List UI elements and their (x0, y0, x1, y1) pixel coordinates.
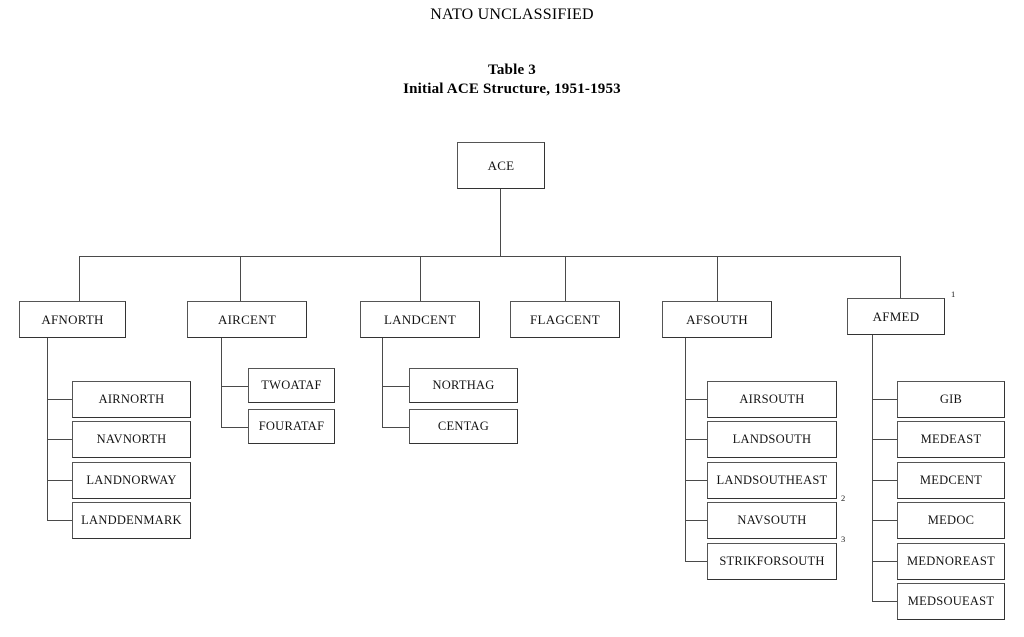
connector-afsouth-strikforsouth (685, 561, 708, 563)
connector-afmed-mednoreast (872, 561, 898, 563)
node-gib[interactable]: GIB (897, 381, 1005, 418)
node-flagcent[interactable]: FLAGCENT (510, 301, 620, 338)
node-airnorth[interactable]: AIRNORTH (72, 381, 191, 418)
connector-afmed-medsoueast (872, 601, 898, 603)
connector-landcent-centag (382, 427, 410, 429)
connector-afnorth-spine (47, 338, 49, 521)
connector-afnorth-landdenmark (47, 520, 73, 522)
table-label: Table 3 (488, 62, 536, 78)
footnote-marker-landsoutheast: 2 (841, 493, 846, 503)
node-mednoreast[interactable]: MEDNOREAST (897, 543, 1005, 580)
page-title: Initial ACE Structure, 1951-1953 (403, 81, 621, 97)
node-medoc[interactable]: MEDOC (897, 502, 1005, 539)
connector-afnorth-landnorway (47, 480, 73, 482)
connector-aircent-fourataf (221, 427, 249, 429)
node-fourataf[interactable]: FOURATAF (248, 409, 335, 444)
connector-landcent-spine (382, 338, 384, 428)
node-medeast[interactable]: MEDEAST (897, 421, 1005, 458)
connector-afsouth-landsouth (685, 439, 708, 441)
connector-afmed-gib (872, 399, 898, 401)
connector-afsouth-spine (685, 338, 687, 561)
connector-afmed-spine (872, 335, 874, 602)
node-navsouth[interactable]: NAVSOUTH (707, 502, 837, 539)
connector-landcent-northag (382, 386, 410, 388)
connector-drop-landcent (420, 256, 422, 302)
connector-aircent-twoataf (221, 386, 249, 388)
node-medsoueast[interactable]: MEDSOUEAST (897, 583, 1005, 620)
node-strikforsouth[interactable]: STRIKFORSOUTH (707, 543, 837, 580)
connector-drop-afsouth (717, 256, 719, 302)
connector-drop-afnorth (79, 256, 81, 302)
node-navnorth[interactable]: NAVNORTH (72, 421, 191, 458)
connector-afnorth-airnorth (47, 399, 73, 401)
connector-afsouth-airsouth (685, 399, 708, 401)
connector-afmed-medeast (872, 439, 898, 441)
node-medcent[interactable]: MEDCENT (897, 462, 1005, 499)
connector-afmed-medcent (872, 480, 898, 482)
node-aircent[interactable]: AIRCENT (187, 301, 307, 338)
connector-afsouth-landsoutheast (685, 480, 708, 482)
node-landnorway[interactable]: LANDNORWAY (72, 462, 191, 499)
node-landcent[interactable]: LANDCENT (360, 301, 480, 338)
connector-aircent-spine (221, 338, 223, 428)
connector-afmed-medoc (872, 520, 898, 522)
connector-afsouth-navsouth (685, 520, 708, 522)
footnote-marker-navsouth: 3 (841, 534, 846, 544)
node-northag[interactable]: NORTHAG (409, 368, 518, 403)
node-afsouth[interactable]: AFSOUTH (662, 301, 772, 338)
connector-drop-afmed (900, 256, 902, 299)
node-centag[interactable]: CENTAG (409, 409, 518, 444)
footnote-marker-afmed: 1 (951, 289, 956, 299)
classification-banner: NATO UNCLASSIFIED (430, 6, 594, 23)
node-airsouth[interactable]: AIRSOUTH (707, 381, 837, 418)
node-afmed[interactable]: AFMED (847, 298, 945, 335)
node-ace[interactable]: ACE (457, 142, 545, 189)
connector-drop-aircent (240, 256, 242, 302)
node-landsoutheast[interactable]: LANDSOUTHEAST (707, 462, 837, 499)
node-afnorth[interactable]: AFNORTH (19, 301, 126, 338)
connector-ace-stem (500, 189, 502, 257)
connector-tier2-bus (79, 256, 901, 258)
node-landsouth[interactable]: LANDSOUTH (707, 421, 837, 458)
connector-afnorth-navnorth (47, 439, 73, 441)
node-landdenmark[interactable]: LANDDENMARK (72, 502, 191, 539)
connector-drop-flagcent (565, 256, 567, 302)
node-twoataf[interactable]: TWOATAF (248, 368, 335, 403)
